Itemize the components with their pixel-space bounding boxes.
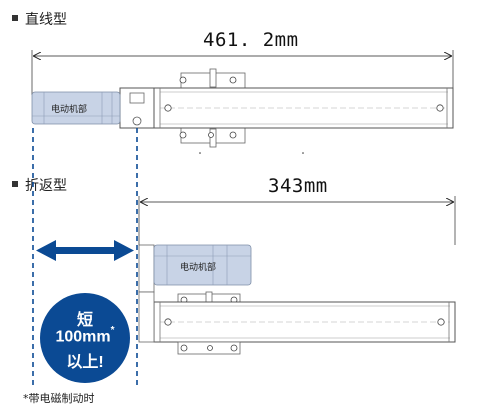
folded-type-title-text: 折返型 [25,178,67,194]
badge-value: 100mm [55,328,111,346]
straight-actuator [31,68,454,154]
bullet-square-icon [12,181,18,187]
straight-motor-label: 电动机部 [51,105,88,115]
bullet-square-icon [12,15,18,21]
folded-motor-label: 电动机部 [180,263,217,273]
straight-length-label: 461. 2mm [203,29,299,51]
badge-line3: 以上! [66,354,104,371]
badge-line1: 短 [76,312,93,329]
straight-type-title: 直线型 [12,9,67,29]
folded-dimension-line [138,196,456,245]
folded-length-label: 343mm [268,175,328,197]
folded-type-title: 折返型 [12,175,67,195]
badge-line2: 100mm* [40,325,130,346]
reduction-badge: 短 100mm* 以上! [40,293,130,383]
folded-actuator [138,244,456,355]
length-reduction-arrow [36,240,134,261]
straight-type-title-text: 直线型 [25,12,67,28]
motor-alignment-guides [32,128,138,388]
footnote: *带电磁制动时 [23,392,95,405]
badge-footnote-mark: * [110,325,115,336]
